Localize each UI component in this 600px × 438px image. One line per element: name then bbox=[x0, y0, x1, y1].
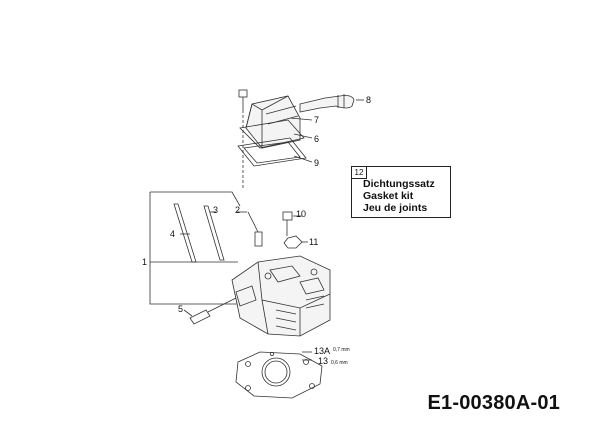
callout-1: 1 bbox=[142, 257, 147, 267]
callout-9: 9 bbox=[314, 158, 319, 168]
rocker-gasket bbox=[237, 137, 307, 167]
valve-cover bbox=[245, 95, 301, 149]
guide-sleeve bbox=[247, 211, 263, 247]
legend-line-de: Dichtungssatz bbox=[363, 178, 435, 190]
callout-3: 3 bbox=[213, 205, 218, 215]
leader-lines bbox=[180, 99, 364, 361]
callout-13a: 13A bbox=[314, 346, 330, 356]
callout-13-thickness: 0,6 mm bbox=[331, 360, 348, 366]
head-gasket bbox=[235, 351, 323, 399]
stud-bolt bbox=[282, 211, 302, 236]
callout-13a-thickness: 0,7 mm bbox=[333, 347, 350, 353]
screw bbox=[189, 297, 237, 325]
nut bbox=[283, 235, 308, 249]
callout-13: 13 bbox=[318, 356, 328, 366]
legend-number: 12 bbox=[351, 166, 367, 179]
callout-5: 5 bbox=[178, 304, 183, 314]
legend-line-fr: Jeu de joints bbox=[363, 202, 428, 214]
callout-7: 7 bbox=[314, 115, 319, 125]
callout-6: 6 bbox=[314, 134, 319, 144]
group-bracket bbox=[149, 191, 248, 305]
callout-2: 2 bbox=[235, 205, 240, 215]
legend-line-en: Gasket kit bbox=[363, 190, 414, 202]
reference-code: E1-00380A-01 bbox=[427, 392, 560, 414]
callout-11: 11 bbox=[309, 237, 318, 247]
callout-10: 10 bbox=[296, 209, 306, 219]
callout-8: 8 bbox=[366, 95, 371, 105]
cylinder-head bbox=[231, 255, 331, 337]
gasket-kit-legend: 12 Dichtungssatz Gasket kit Jeu de joint… bbox=[351, 166, 451, 218]
cover-bolt bbox=[238, 89, 248, 188]
breather-hose bbox=[299, 94, 355, 113]
callout-4: 4 bbox=[170, 229, 175, 239]
cover-gasket bbox=[239, 119, 305, 149]
